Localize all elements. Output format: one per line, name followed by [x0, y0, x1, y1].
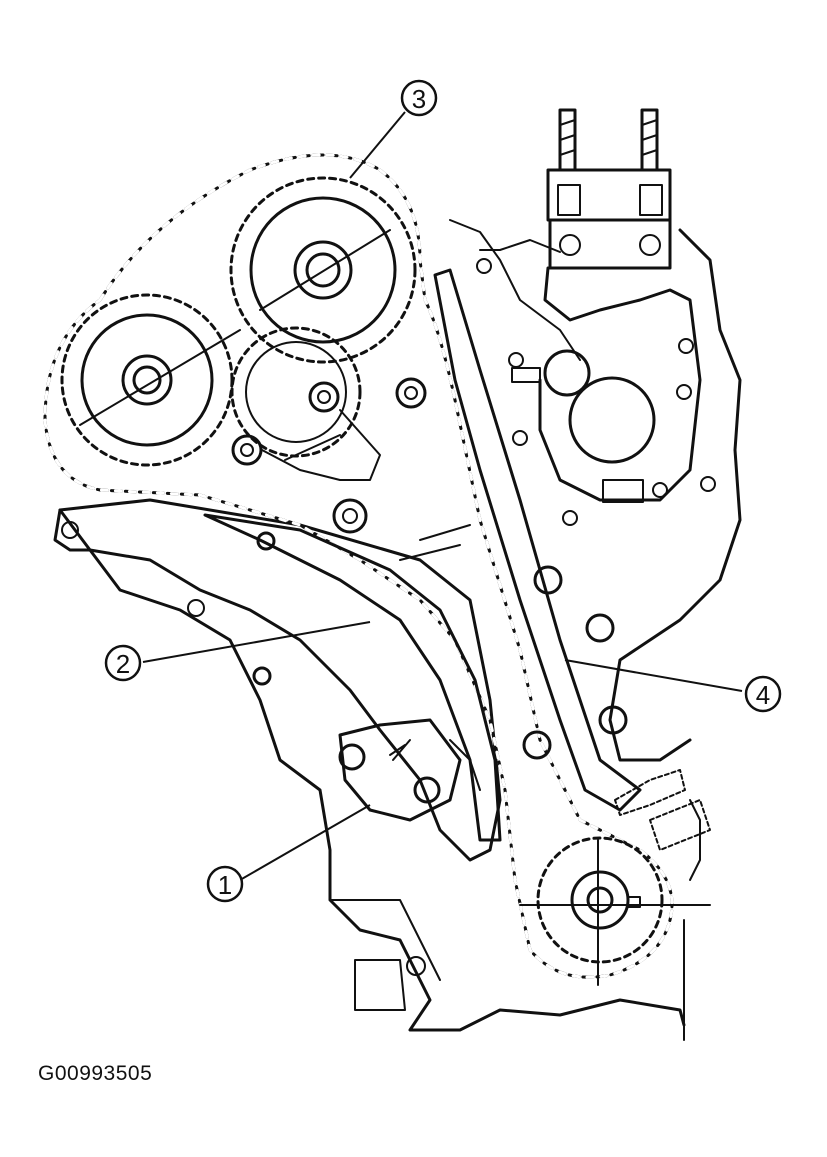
callout-1: 1	[206, 865, 244, 903]
callout-2-label: 2	[116, 649, 130, 679]
exhaust-camshaft-sprocket	[60, 293, 241, 467]
callout-2: 2	[104, 644, 142, 682]
crankshaft-sprocket	[519, 836, 711, 986]
chain-guide-left	[203, 513, 502, 842]
block-holes	[61, 521, 426, 976]
lower-right-guide	[614, 769, 711, 851]
chain-tensioner	[338, 718, 462, 822]
middle-bolts	[231, 377, 471, 561]
callout-4-label: 4	[756, 680, 770, 710]
chain-guide-right	[433, 268, 642, 812]
intake-camshaft-sprocket	[229, 176, 417, 364]
timing-chain	[43, 153, 674, 979]
callout-4: 4	[744, 675, 782, 713]
cam-cap-assembly	[476, 108, 716, 526]
figure-id: G00993505	[38, 1062, 153, 1085]
callout-1-label: 1	[218, 870, 232, 900]
callout-leaders	[142, 111, 743, 881]
callout-3-label: 3	[412, 84, 426, 114]
engine-block-outline	[53, 219, 742, 1041]
callout-3: 3	[400, 79, 438, 117]
